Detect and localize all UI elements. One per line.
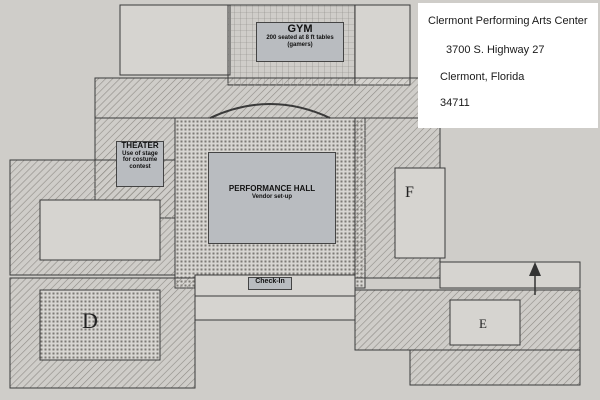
performance-hall-label: PERFORMANCE HALL Vendor set-up: [208, 152, 336, 244]
performance-hall-title: PERFORMANCE HALL: [228, 184, 316, 193]
wing-e-label: E: [479, 316, 487, 331]
performance-hall-note: Vendor set-up: [251, 193, 292, 200]
west-wing: [9, 159, 196, 389]
gym-capacity: 200 seated at 8 ft tables: [266, 35, 334, 42]
east-wing: [354, 261, 581, 386]
theater-note-1: Use of stage: [122, 150, 158, 157]
venue-name: Clermont Performing Arts Center: [428, 15, 588, 27]
theater-label: THEATER Use of stage for costume contest: [116, 141, 164, 187]
theater-title: THEATER: [121, 141, 159, 150]
north-wing: [94, 4, 421, 119]
north-arrow-icon: [529, 262, 541, 295]
zip-code: 34711: [440, 97, 470, 109]
theater-note-3: contest: [129, 163, 151, 170]
wing-f-label: F: [405, 184, 414, 201]
address-card: Clermont Performing Arts Center 3700 S. …: [418, 3, 598, 128]
check-in-text: Check-In: [255, 278, 285, 285]
check-in-label: Check-In: [248, 277, 292, 290]
gym-label: GYM 200 seated at 8 ft tables (gamers): [256, 22, 344, 62]
wing-d-label: D: [82, 308, 98, 333]
theater-note-2: for costume: [122, 157, 158, 164]
gym-note: (gamers): [287, 41, 313, 48]
gym-title: GYM: [287, 23, 313, 35]
street-address: 3700 S. Highway 27: [446, 44, 545, 56]
city-state: Clermont, Florida: [440, 71, 525, 83]
